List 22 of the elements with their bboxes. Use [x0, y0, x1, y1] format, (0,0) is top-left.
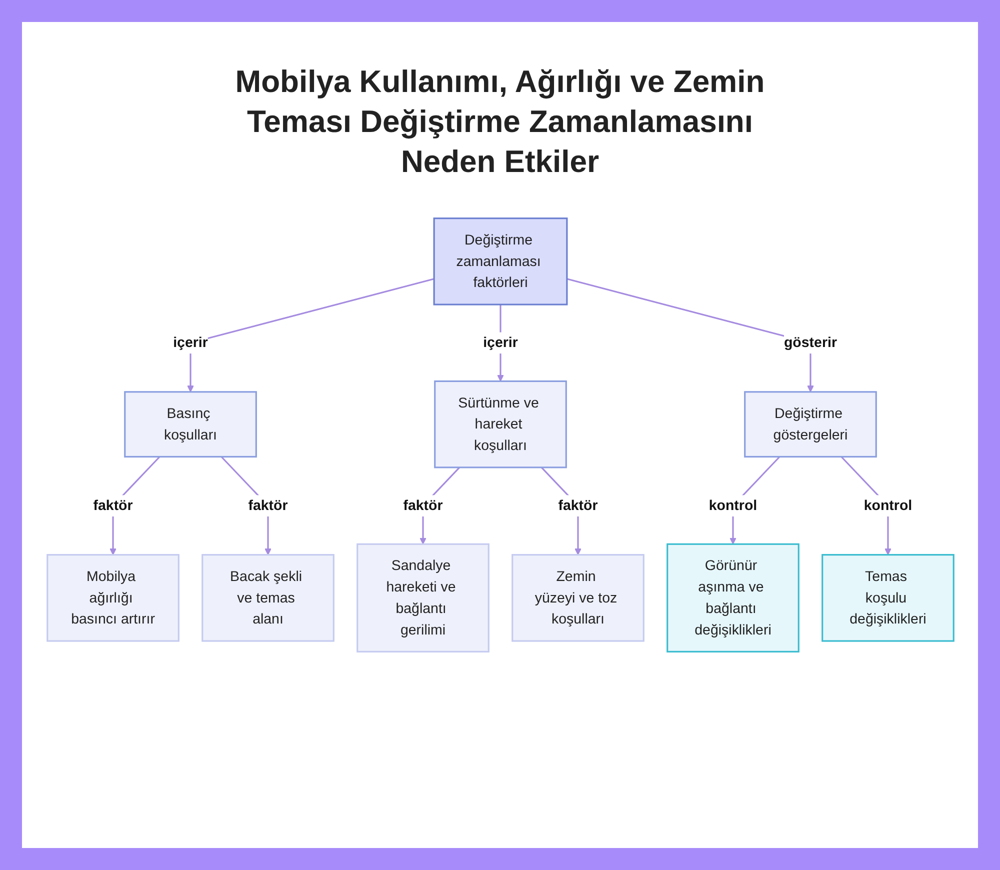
- node-box: [432, 218, 568, 306]
- edge-label: gösterir: [783, 334, 836, 350]
- edge-label: içerir: [172, 334, 208, 350]
- edge-label: kontrol: [863, 497, 912, 514]
- node-box: [124, 391, 256, 458]
- arrow: [186, 278, 434, 392]
- node-box: [46, 554, 179, 642]
- node-box: [434, 380, 566, 468]
- edge-label: faktör: [92, 497, 132, 514]
- page-frame: Mobilya Kullanımı, Ağırlığı ve Zemin Teması Değiştirme Zamanlamasını Neden Etkiler içerir içerir gösterir faktör faktör faktör faktör kontrol kontrol Değiştirme zamanlaması faktörleri Basınç koşulları Sürtünme ve hareket koşulları Değiştirme göstergeleri Mobilya ağırlığı basıncı artırır Bacak şekli ve temas alanı Sandalye hareketi ve bağlantı gerilimi Zemin yüzeyi ve toz koşulları Görünür aşınma ve bağlantı değişiklikleri Temas koşulu değişiklikleri: [22, 22, 978, 848]
- edge-label: faktör: [402, 497, 442, 514]
- edge-label: içerir: [482, 334, 518, 350]
- node-box: [201, 554, 334, 642]
- edge-label: faktör: [558, 497, 598, 514]
- node-box: [821, 554, 954, 642]
- edge-label: faktör: [248, 497, 288, 514]
- node-box: [666, 543, 799, 652]
- edge-label: kontrol: [708, 497, 757, 514]
- node-box: [744, 391, 876, 458]
- node-box: [356, 543, 489, 652]
- diagram-title: Mobilya Kullanımı, Ağırlığı ve Zemin Teması Değiştirme Zamanlamasını Neden Etkiler: [234, 63, 766, 181]
- node-box: [511, 554, 644, 642]
